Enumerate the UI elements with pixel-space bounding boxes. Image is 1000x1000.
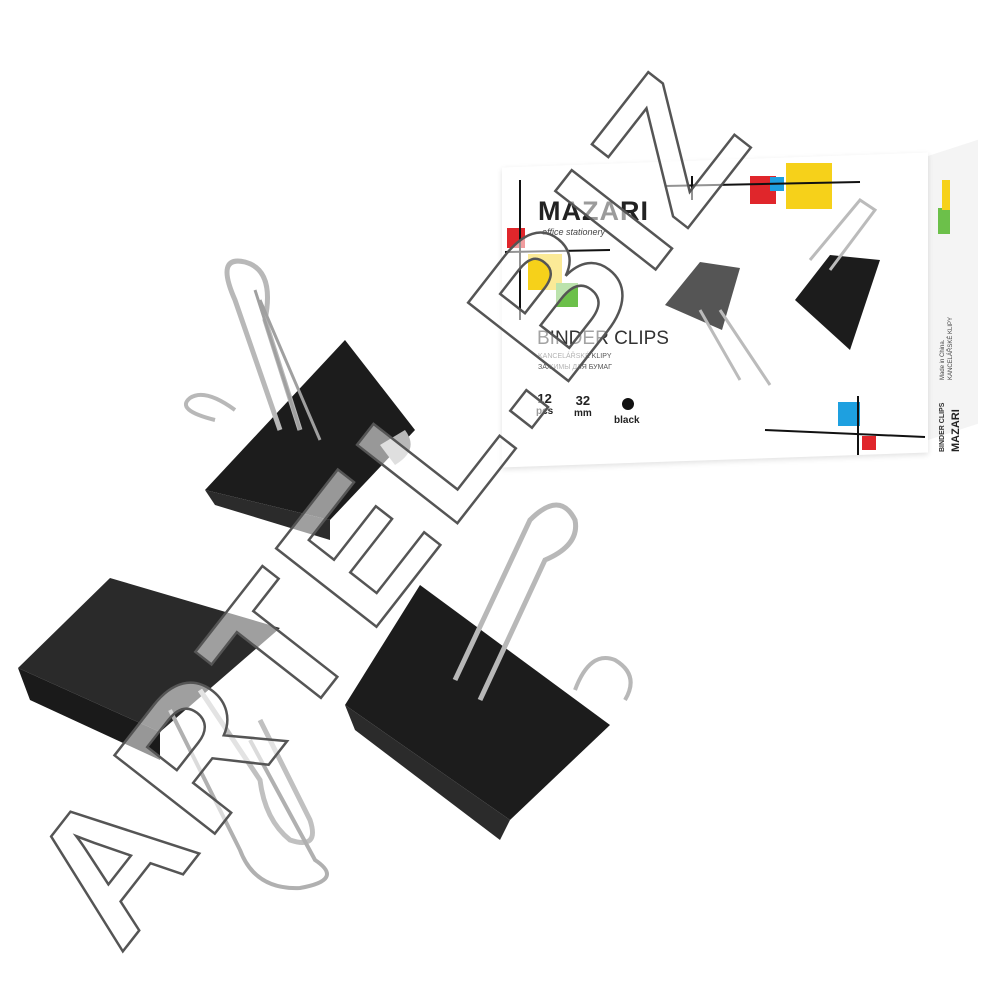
box-size-value: 32 (575, 393, 591, 408)
box-subtitle-cz: KANCELÁŘSKÉ KLIPY (538, 353, 612, 360)
binder-clip-top (183, 258, 415, 540)
box-color: black (614, 414, 640, 427)
box-size-unit: mm (574, 408, 592, 419)
box-brand: MAZARI (538, 196, 649, 226)
box-count-value: 12 (537, 391, 552, 406)
binder-clip-bottom-right (345, 502, 633, 840)
box-side-brand: MAZARI (950, 409, 962, 452)
box-green-square (556, 283, 578, 307)
box-red-square-lower (862, 436, 876, 450)
box-yellow-square-right (786, 163, 832, 209)
box-color-label: black (614, 415, 640, 426)
binder-clip-bottom-left (18, 578, 329, 891)
box-size: 32 mm (574, 394, 592, 420)
box-product-title: BINDER CLIPS (537, 328, 669, 349)
box-side-made-in: Made in China. (940, 339, 946, 380)
box-brand-tagline: office stationery (542, 227, 606, 237)
box-count-unit: pcs (536, 406, 554, 417)
box-side-subtitle: KANCELÁŘSKÉ KLIPY (948, 316, 954, 380)
box-printed-clips (665, 198, 880, 386)
box-subtitle-ru: ЗАЖИМЫ ДЛЯ БУМАГ (538, 364, 612, 371)
box-red-square (507, 228, 525, 248)
box-blue-square-lower (838, 402, 860, 426)
box-count: 12 pcs (536, 392, 553, 418)
